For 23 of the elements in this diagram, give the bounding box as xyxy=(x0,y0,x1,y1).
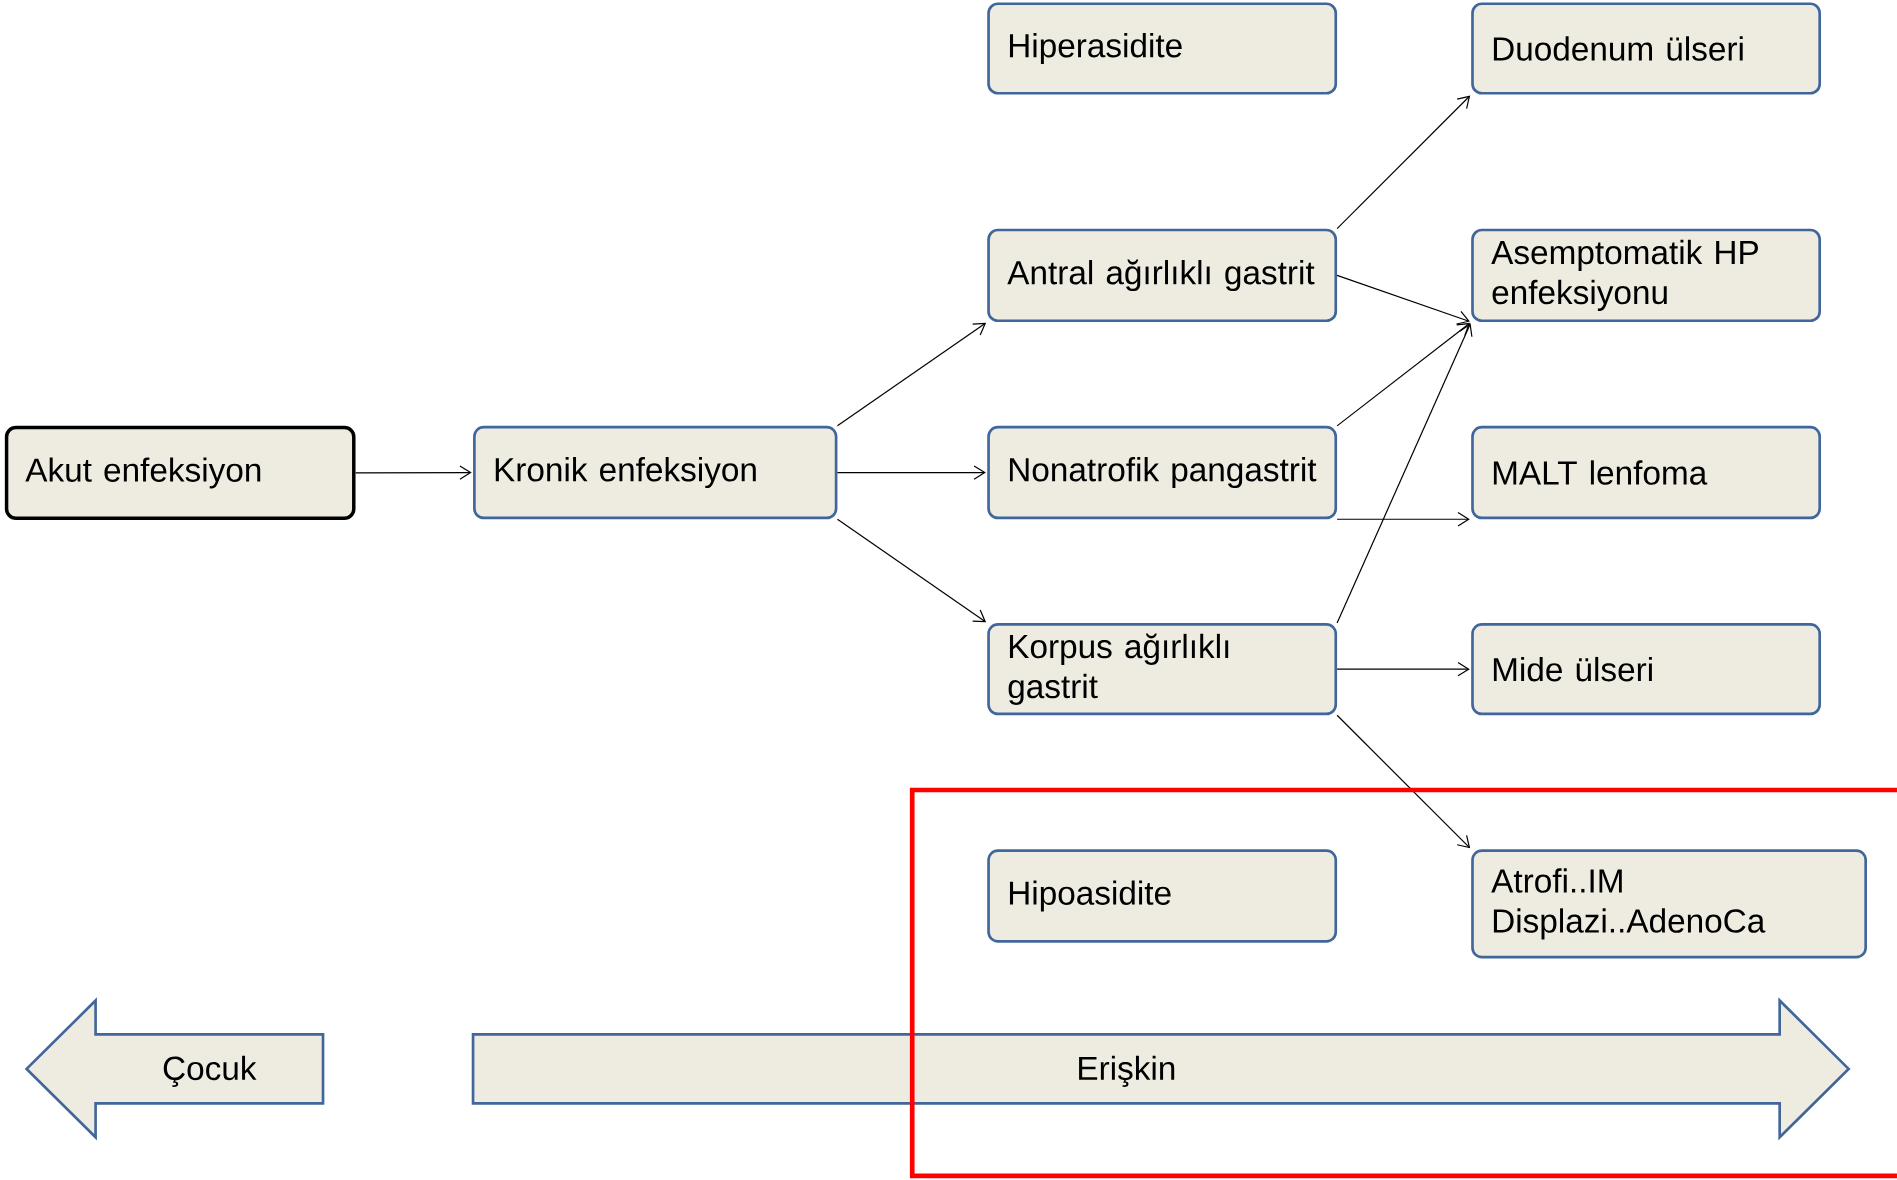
arrow xyxy=(836,518,987,623)
arrow xyxy=(1336,323,1471,427)
process-box: MALT lenfoma xyxy=(1471,426,1822,520)
arrow xyxy=(836,465,986,481)
process-box: Asemptomatik HP enfeksiyonu xyxy=(1471,228,1822,323)
arrow xyxy=(836,323,987,427)
process-box: Nonatrofik pangastrit xyxy=(987,426,1338,520)
arrow xyxy=(1336,662,1470,677)
process-box: Hiperasidite xyxy=(987,2,1338,95)
arrow xyxy=(1336,95,1471,230)
arrow xyxy=(1336,512,1470,527)
process-box: Hipoasidite xyxy=(987,849,1338,943)
arrow xyxy=(1336,274,1470,325)
start-box: Akut enfeksiyon xyxy=(4,426,356,521)
arrow xyxy=(1336,714,1471,849)
process-box: Atrofi..IM Displazi..AdenoCa xyxy=(1471,849,1867,959)
arrow xyxy=(1336,323,1473,624)
arrow xyxy=(354,465,472,481)
process-box: Korpus ağırlıklı gastrit xyxy=(987,623,1338,716)
process-box: Duodenum ülseri xyxy=(1471,2,1822,95)
process-box: Mide ülseri xyxy=(1471,623,1822,716)
process-box: Antral ağırlıklı gastrit xyxy=(987,228,1338,323)
process-box: Kronik enfeksiyon xyxy=(473,426,838,520)
